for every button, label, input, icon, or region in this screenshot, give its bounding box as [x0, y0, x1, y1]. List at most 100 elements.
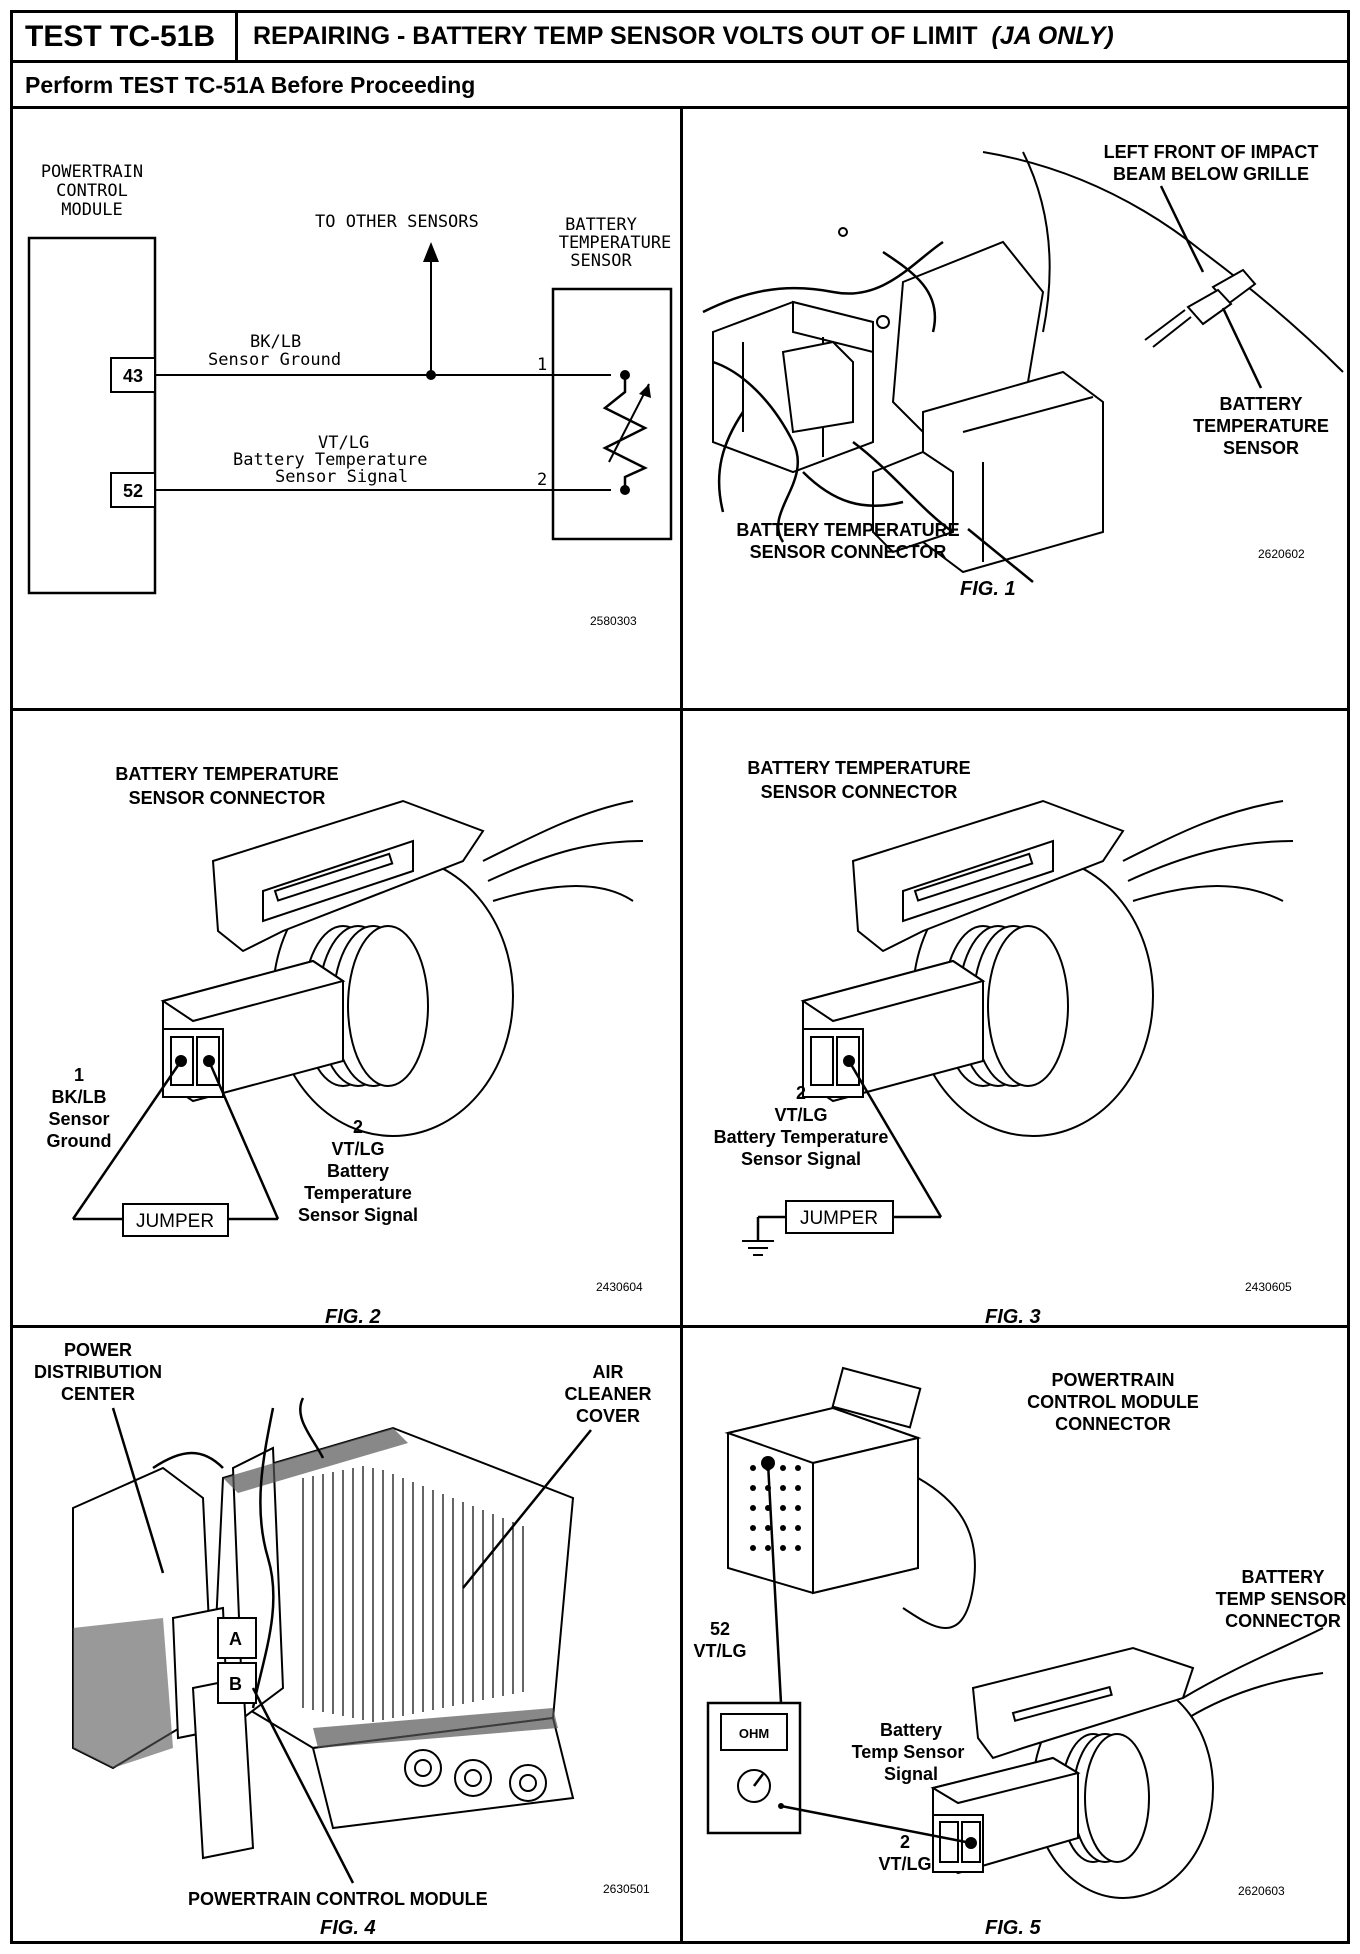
test-id: TEST TC-51B [13, 13, 238, 60]
pcm-label-2: CONTROL [56, 181, 128, 201]
sensor-label-2: TEMPERATURE [559, 233, 672, 253]
pcm-label-3: MODULE [61, 200, 122, 220]
wire2-name-2: Sensor Signal [275, 467, 408, 487]
fig5-pin2-2: VT/LG [879, 1854, 932, 1874]
fig4-pdc-1: POWER [64, 1340, 132, 1360]
fig4-leader-air [462, 1429, 592, 1589]
test-page: TEST TC-51B REPAIRING - BATTERY TEMP SEN… [10, 10, 1350, 1944]
fig3-pin2-2: VT/LG [775, 1105, 828, 1125]
pcm-module-box [27, 236, 157, 595]
fig5-pcm-2: CONTROL MODULE [1027, 1392, 1199, 1412]
fig5-pcm-connector-icon [724, 1366, 976, 1629]
header-row: TEST TC-51B REPAIRING - BATTERY TEMP SEN… [13, 13, 1347, 63]
fig4-air-cleaner-ribs [302, 1466, 524, 1722]
wiring-schematic-panel: POWERTRAIN CONTROL MODULE 43 52 TO OTHER… [13, 112, 680, 708]
grid-divider-row-1 [13, 708, 1347, 711]
fig4-connector-b [217, 1662, 257, 1704]
sensor-label-1: BATTERY [565, 215, 637, 235]
fig2-pin1-2: BK/LB [52, 1087, 107, 1107]
fig4-leader-pdc [111, 1407, 165, 1574]
fig4-label-a: A [229, 1629, 242, 1649]
grid-divider-row-2 [13, 1325, 1347, 1328]
fig4-pdc-2: DISTRIBUTION [34, 1362, 162, 1382]
thermistor-resistor-icon [602, 375, 648, 490]
sensor-box [551, 287, 673, 541]
fig4-panel: A B POWER DISTRIBUTION CENTER AIR CLEANE… [13, 1328, 680, 1944]
fig5-bts-1: BATTERY [1242, 1567, 1325, 1587]
fig5-caption: FIG. 5 [985, 1917, 1041, 1939]
fig5-drawing: POWERTRAIN CONTROL MODULE CONNECTOR BATT… [694, 1366, 1346, 1939]
fig3-code: 2430605 [1245, 1280, 1292, 1294]
fig5-pin2-1: 2 [900, 1832, 910, 1852]
fig5-pcm-1: POWERTRAIN [1052, 1370, 1175, 1390]
fig3-jumper-wires [756, 1060, 943, 1241]
fig1-components [712, 227, 1104, 574]
fig1-label-sensor-3: SENSOR [1223, 438, 1299, 458]
ohmmeter-display [720, 1713, 788, 1751]
fig4-leader-pcm [251, 1687, 355, 1884]
fig1-label-sensor-1: BATTERY [1220, 394, 1303, 414]
fig3-jumper-label: JUMPER [800, 1208, 878, 1229]
fig5-wires [1182, 1627, 1324, 1719]
fig2-jumper-label: JUMPER [136, 1211, 214, 1232]
wire1-name: Sensor Ground [208, 350, 341, 370]
fig5-signal-1: Battery [880, 1720, 942, 1740]
test-subtitle: Perform TEST TC-51A Before Proceeding [13, 63, 1347, 109]
fig4-air-3: COVER [576, 1406, 640, 1426]
fig2-title-1: BATTERY TEMPERATURE [115, 764, 338, 784]
fig1-code: 2620602 [1258, 547, 1305, 561]
fig4-label-b: B [229, 1674, 242, 1694]
fig3-title-2: SENSOR CONNECTOR [761, 782, 958, 802]
fig1-sensor-icon [1144, 268, 1257, 348]
sensor-label-3: SENSOR [570, 251, 632, 271]
fig5-pcm-3: CONNECTOR [1055, 1414, 1171, 1434]
fig1-leader-connector [967, 528, 1034, 583]
fig2-jumper-wires [71, 1060, 280, 1221]
fig1-grille-edge [982, 151, 1344, 373]
grid-divider-vertical [680, 109, 683, 1944]
schematic-code: 2580303 [590, 614, 637, 628]
wiring-schematic: POWERTRAIN CONTROL MODULE 43 52 TO OTHER… [27, 162, 673, 628]
fig5-panel: POWERTRAIN CONTROL MODULE CONNECTOR BATT… [683, 1328, 1350, 1944]
fig3-connector-icon [800, 799, 1154, 1137]
fig2-code: 2430604 [596, 1280, 643, 1294]
test-title: REPAIRING - BATTERY TEMP SENSOR VOLTS OU… [253, 13, 1114, 60]
pcm-label-1: POWERTRAIN [41, 162, 143, 182]
fig3-wires [1122, 800, 1294, 902]
fig4-drawing: A B POWER DISTRIBUTION CENTER AIR CLEANE… [34, 1340, 652, 1939]
ohmmeter-dial-pointer [753, 1773, 764, 1787]
wire2-name-1: Battery Temperature [233, 450, 427, 470]
fig3-drawing: BATTERY TEMPERATURE SENSOR CONNECTOR [714, 758, 1294, 1328]
fig5-pin52-1: 52 [710, 1619, 730, 1639]
fig3-title-1: BATTERY TEMPERATURE [747, 758, 970, 778]
fig2-pin1-1: 1 [74, 1065, 84, 1085]
fig2-pin2-2: VT/LG [332, 1139, 385, 1159]
to-other-sensors-label: TO OTHER SENSORS [315, 212, 479, 232]
wire1-color: BK/LB [250, 332, 301, 352]
pin-52-label: 52 [123, 481, 143, 501]
fig3-jumper-box [785, 1200, 894, 1234]
fig5-sensor-connector-icon [930, 1646, 1214, 1899]
fig2-jumper-box [122, 1203, 229, 1237]
fig1-drawing: LEFT FRONT OF IMPACT BEAM BELOW GRILLE [702, 142, 1344, 600]
fig5-test-leads [766, 1462, 972, 1845]
fig3-panel: BATTERY TEMPERATURE SENSOR CONNECTOR [683, 711, 1350, 1328]
ohmmeter-label: OHM [739, 1726, 769, 1741]
test-title-text: REPAIRING - BATTERY TEMP SENSOR VOLTS OU… [253, 22, 978, 50]
fig1-panel: LEFT FRONT OF IMPACT BEAM BELOW GRILLE [683, 112, 1350, 708]
fig2-pin1-3: Sensor [48, 1109, 109, 1129]
fig1-caption: FIG. 1 [960, 578, 1016, 600]
fig2-pin2-1: 2 [353, 1117, 363, 1137]
fig4-label-pcm: POWERTRAIN CONTROL MODULE [188, 1889, 488, 1909]
fig3-pin2-1: 2 [796, 1083, 806, 1103]
fig2-pin2-5: Sensor Signal [298, 1205, 418, 1225]
fig1-label-connector-2: SENSOR CONNECTOR [750, 542, 947, 562]
terminal-2: 2 [537, 470, 547, 490]
fig5-code: 2620603 [1238, 1884, 1285, 1898]
arrow-head-icon [639, 384, 651, 398]
fig1-label-top-2: BEAM BELOW GRILLE [1113, 164, 1309, 184]
fig4-air-2: CLEANER [564, 1384, 651, 1404]
fig2-connector-icon [160, 799, 514, 1137]
fig1-fender-edge [1022, 151, 1051, 333]
fig2-drawing: BATTERY TEMPERATURE SENSOR CONNECTOR [47, 764, 644, 1328]
